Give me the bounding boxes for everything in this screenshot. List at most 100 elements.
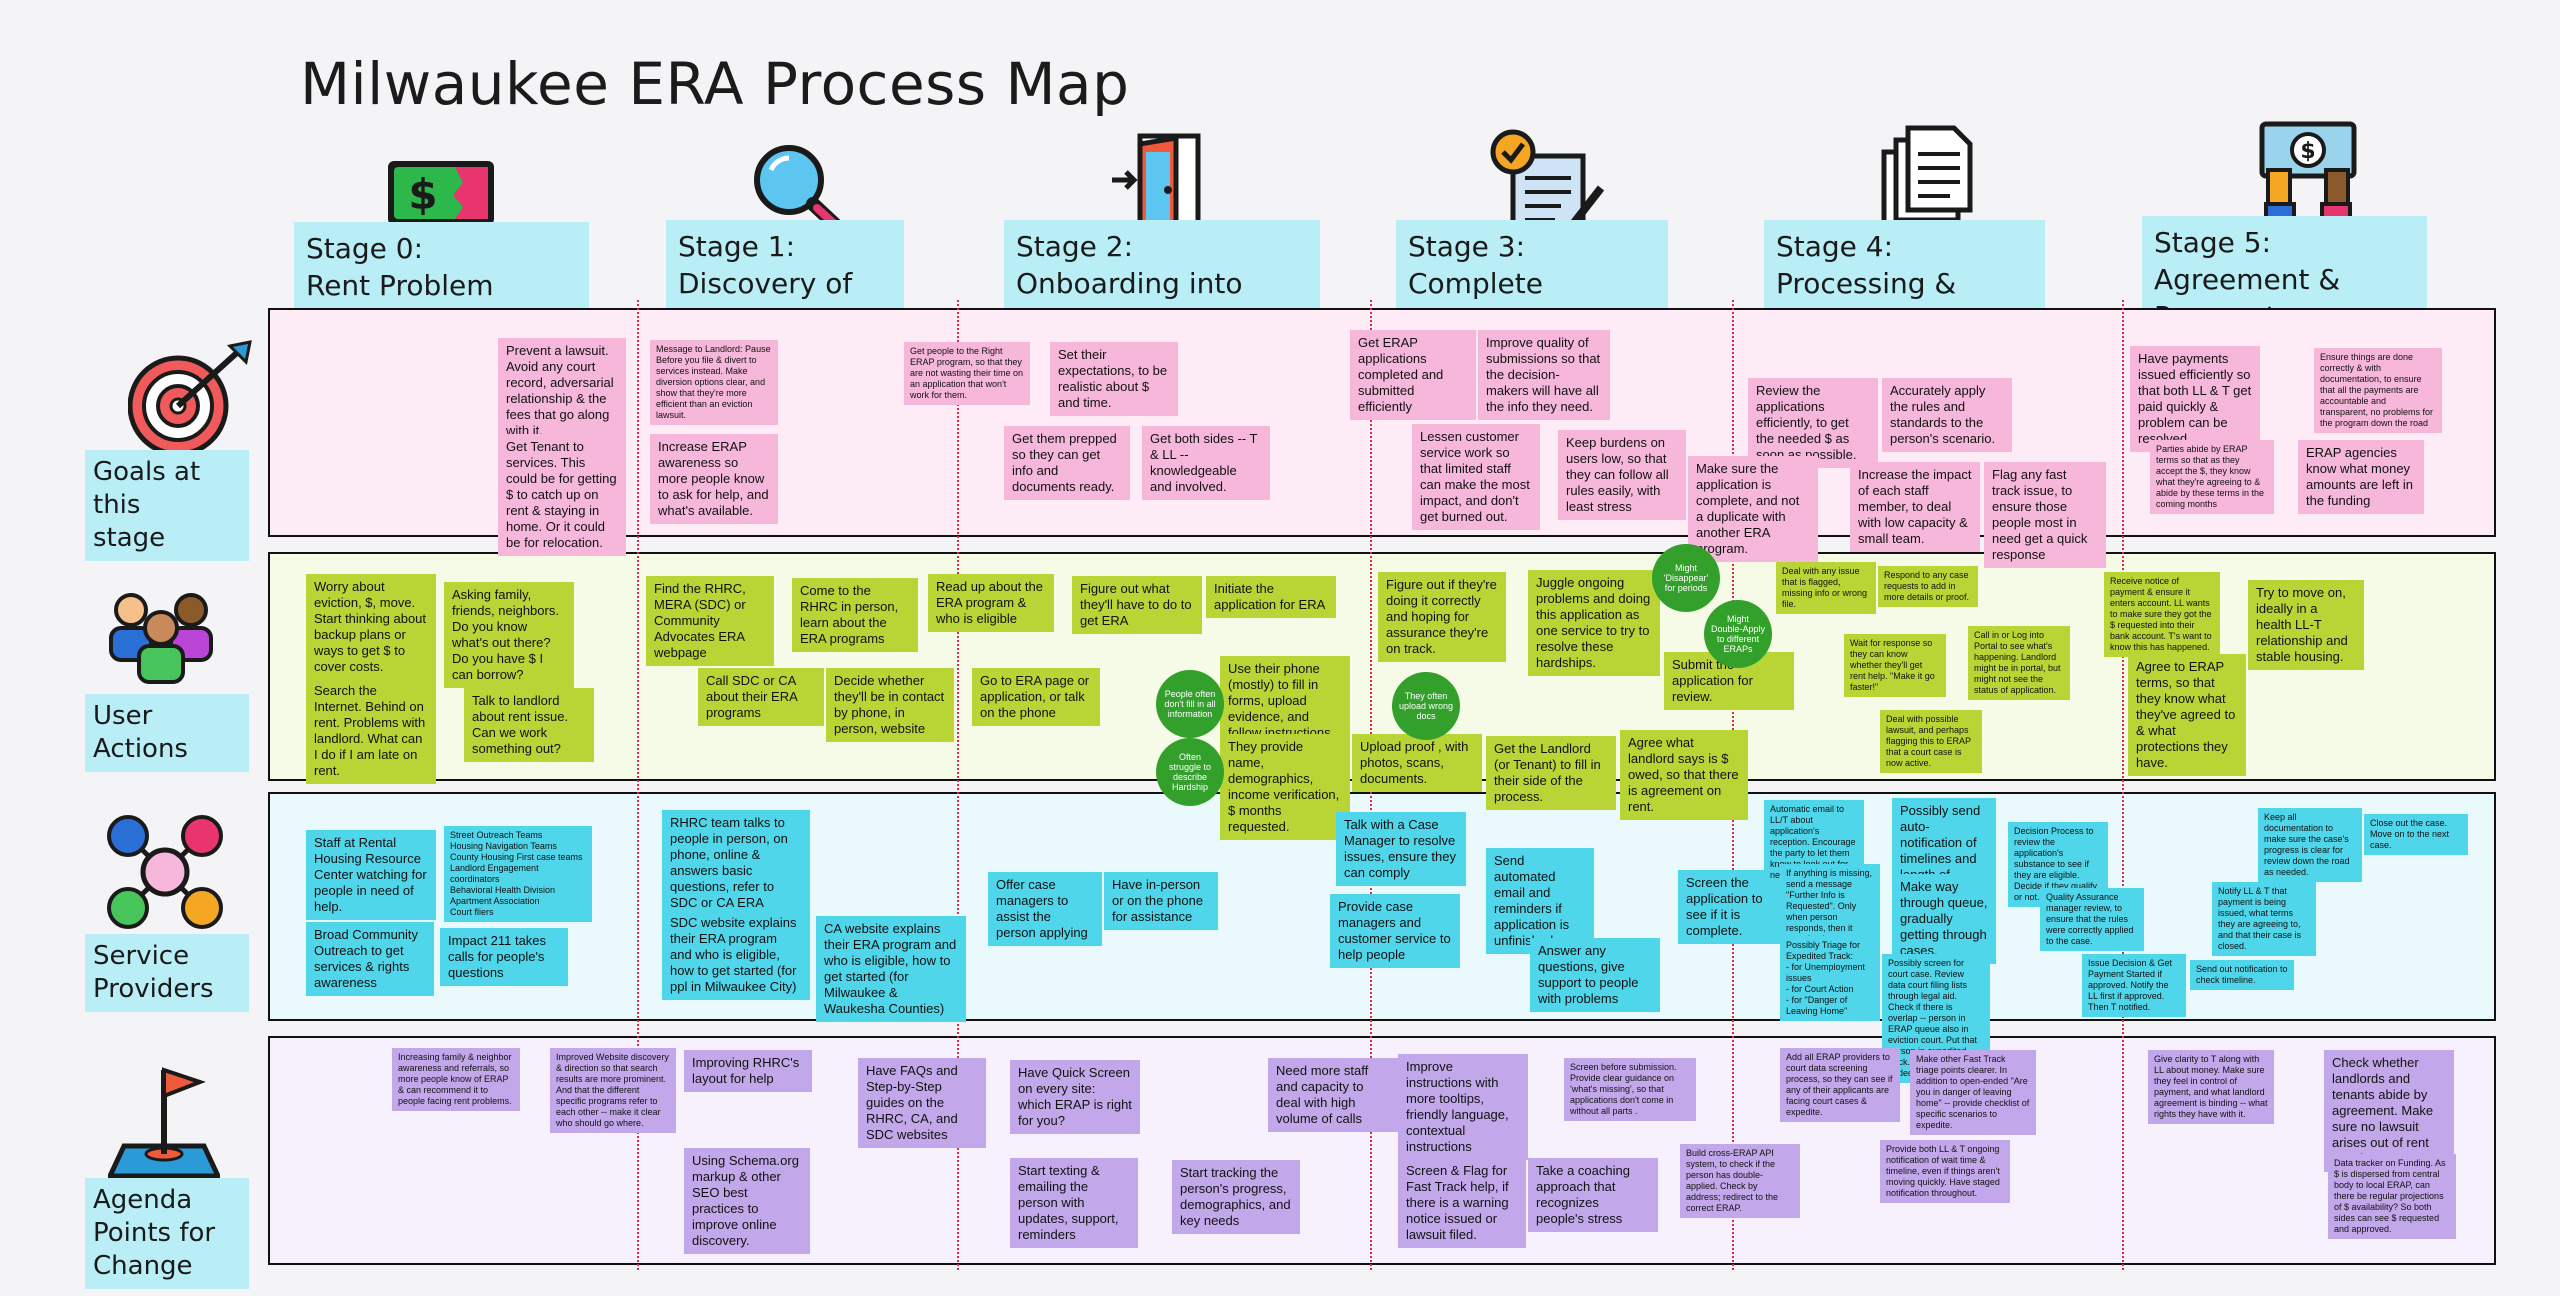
- target-icon: [128, 340, 252, 457]
- provider-note: Have in-person or on the phone for assis…: [1104, 872, 1218, 930]
- pain-point-circle: Often struggle to describe Hardship: [1156, 738, 1224, 806]
- pain-point-circle: Might Double-Apply to different ERAPs: [1704, 600, 1772, 668]
- action-note: Call SDC or CA about their ERA programs: [698, 668, 824, 726]
- goal-note: Keep burdens on users low, so that they …: [1558, 430, 1686, 520]
- service-providers-label: Service Providers: [85, 934, 249, 1012]
- action-note: Agree what landlord says is $ owed, so t…: [1620, 730, 1748, 820]
- action-note: Worry about eviction, $, move. Start thi…: [306, 574, 436, 680]
- pain-point-circle: Might 'Disappear' for periods: [1652, 544, 1720, 612]
- provider-note: Quality Assurance manager review, to ens…: [2040, 888, 2144, 951]
- action-note: Call in or Log into Portal to see what's…: [1968, 626, 2070, 700]
- provider-note: Possibly Triage for Expedited Track: - f…: [1780, 936, 1880, 1021]
- provider-note: Answer any questions, give support to pe…: [1530, 938, 1660, 1012]
- agenda-note: Take a coaching approach that recognizes…: [1528, 1158, 1658, 1232]
- provider-note: Screen the application to see if it is c…: [1678, 870, 1782, 944]
- action-note: Agree to ERAP terms, so that they know w…: [2128, 654, 2246, 776]
- action-note: Figure out what they'll have to do to ge…: [1072, 576, 1202, 634]
- action-note: Deal with any issue that is flagged, mis…: [1776, 562, 1876, 614]
- goal-note: Increase ERAP awareness so more people k…: [650, 434, 778, 524]
- agenda-note: Check whether landlords and tenants abid…: [2324, 1050, 2454, 1172]
- action-note: Upload proof , with photos, scans, docum…: [1352, 734, 1482, 792]
- flag-icon: [108, 1067, 220, 1179]
- goal-note: Lessen customer service work so that lim…: [1412, 424, 1540, 530]
- provider-note: Offer case managers to assist the person…: [988, 872, 1102, 946]
- goal-note: Increase the impact of each staff member…: [1850, 462, 1980, 552]
- provider-note: Staff at Rental Housing Resource Center …: [306, 830, 436, 920]
- action-note: They provide name, demographics, income …: [1220, 734, 1350, 840]
- action-note: Juggle ongoing problems and doing this a…: [1528, 570, 1660, 676]
- provider-note: CA website explains their ERA program an…: [816, 916, 966, 1022]
- agenda-note: Build cross-ERAP API system, to check if…: [1680, 1144, 1800, 1218]
- goal-note: Have payments issued efficiently so that…: [2130, 346, 2260, 452]
- action-note: Receive notice of payment & ensure it en…: [2104, 572, 2220, 657]
- goal-note: Get ERAP applications completed and subm…: [1350, 330, 1476, 420]
- door-icon: [1112, 133, 1201, 239]
- agenda-note: Using Schema.org markup & other SEO best…: [684, 1148, 810, 1254]
- agenda-note: Add all ERAP providers to court data scr…: [1780, 1048, 1900, 1122]
- provider-note: Keep all documentation to make sure the …: [2258, 808, 2362, 882]
- action-note: Respond to any case requests to add in m…: [1878, 566, 1978, 607]
- provider-note: Close out the case. Move on to the next …: [2364, 814, 2468, 855]
- goal-note: Message to Landlord: Pause Before you fi…: [650, 340, 778, 425]
- provider-note: Impact 211 takes calls for people's ques…: [440, 928, 568, 986]
- goal-note: Set their expectations, to be realistic …: [1050, 342, 1178, 416]
- goal-note: Get them prepped so they can get info an…: [1004, 426, 1130, 500]
- goal-note: Get people to the Right ERAP program, so…: [904, 342, 1030, 405]
- provider-note: Send out notification to check timeline.: [2190, 960, 2294, 990]
- action-note: Search the Internet. Behind on rent. Pro…: [306, 678, 436, 784]
- agenda-note: Improving RHRC's layout for help: [684, 1050, 812, 1092]
- action-note: Decide whether they'll be in contact by …: [826, 668, 954, 742]
- goal-note: Review the applications efficiently, to …: [1748, 378, 1878, 468]
- action-note: Asking family, friends, neighbors. Do yo…: [444, 582, 574, 688]
- action-note: Try to move on, ideally in a health LL-T…: [2248, 580, 2364, 670]
- action-note: Use their phone (mostly) to fill in form…: [1220, 656, 1350, 746]
- pain-point-circle: People often don't fill in all informati…: [1156, 670, 1224, 738]
- agenda-note: Screen & Flag for Fast Track help, if th…: [1398, 1158, 1526, 1248]
- goal-note: Parties abide by ERAP terms so that as t…: [2150, 440, 2274, 514]
- pain-point-circle: They often upload wrong docs: [1392, 672, 1460, 740]
- provider-note: Send automated email and reminders if ap…: [1486, 848, 1594, 954]
- agenda-note: Have FAQs and Step-by-Step guides on the…: [858, 1058, 986, 1148]
- goal-note: Get Tenant to services. This could be fo…: [498, 434, 626, 556]
- agenda-note: Increasing family & neighbor awareness a…: [392, 1048, 520, 1111]
- action-note: Figure out if they're doing it correctly…: [1378, 572, 1506, 662]
- cash-icon: $: [388, 161, 494, 225]
- goal-note: ERAP agencies know what money amounts ar…: [2298, 440, 2424, 514]
- goal-note: Make sure the application is complete, a…: [1688, 456, 1818, 562]
- agenda-label: Agenda Points for Change: [85, 1178, 249, 1289]
- action-note: Go to ERA page or application, or talk o…: [972, 668, 1100, 726]
- action-note: Wait for response so they can know wheth…: [1844, 634, 1946, 697]
- provider-note: Notify LL & T that payment is being issu…: [2212, 882, 2316, 956]
- svg-text:$: $: [2300, 139, 2315, 164]
- action-note: Initiate the application for ERA: [1206, 576, 1336, 618]
- provider-note: If anything is missing, send a message "…: [1780, 864, 1880, 949]
- goal-note: Prevent a lawsuit. Avoid any court recor…: [498, 338, 626, 444]
- agenda-note: Data tracker on Funding. As $ is dispers…: [2328, 1154, 2456, 1239]
- goal-note: Improve quality of submissions so that t…: [1478, 330, 1610, 420]
- action-note: Get the Landlord (or Tenant) to fill in …: [1486, 736, 1616, 810]
- agenda-note: Make other Fast Track triage points clea…: [1910, 1050, 2036, 1135]
- provider-note: Talk with a Case Manager to resolve issu…: [1336, 812, 1466, 886]
- goal-note: Ensure things are done correctly & with …: [2314, 348, 2442, 433]
- action-note: Find the RHRC, MERA (SDC) or Community A…: [646, 576, 774, 666]
- agenda-note: Have Quick Screen on every site: which E…: [1010, 1060, 1140, 1134]
- documents-icon: [1881, 125, 1973, 235]
- agenda-note: Improved Website discovery & direction s…: [550, 1048, 676, 1133]
- agenda-note: Need more staff and capacity to deal wit…: [1268, 1058, 1398, 1132]
- magnifier-icon: [754, 145, 850, 239]
- goal-note: Flag any fast track issue, to ensure tho…: [1984, 462, 2106, 568]
- stage-divider: [2122, 300, 2124, 1270]
- user-actions-label: User Actions: [85, 694, 249, 772]
- provider-note: Issue Decision & Get Payment Started if …: [2082, 954, 2186, 1017]
- provider-note: SDC website explains their ERA program a…: [662, 910, 810, 1000]
- agenda-note: Improve instructions with more tooltips,…: [1398, 1054, 1528, 1160]
- action-note: Come to the RHRC in person, learn about …: [792, 578, 918, 652]
- action-note: Talk to landlord about rent issue. Can w…: [464, 688, 594, 762]
- goal-note: Accurately apply the rules and standards…: [1882, 378, 2012, 452]
- agenda-note: Screen before submission. Provide clear …: [1564, 1058, 1696, 1121]
- stage-divider: [637, 300, 639, 1270]
- provider-note: Make way through queue, gradually gettin…: [1892, 874, 1996, 964]
- stage-divider: [957, 300, 959, 1270]
- provider-note: Provide case managers and customer servi…: [1330, 894, 1460, 968]
- action-note: Deal with possible lawsuit, and perhaps …: [1880, 710, 1982, 773]
